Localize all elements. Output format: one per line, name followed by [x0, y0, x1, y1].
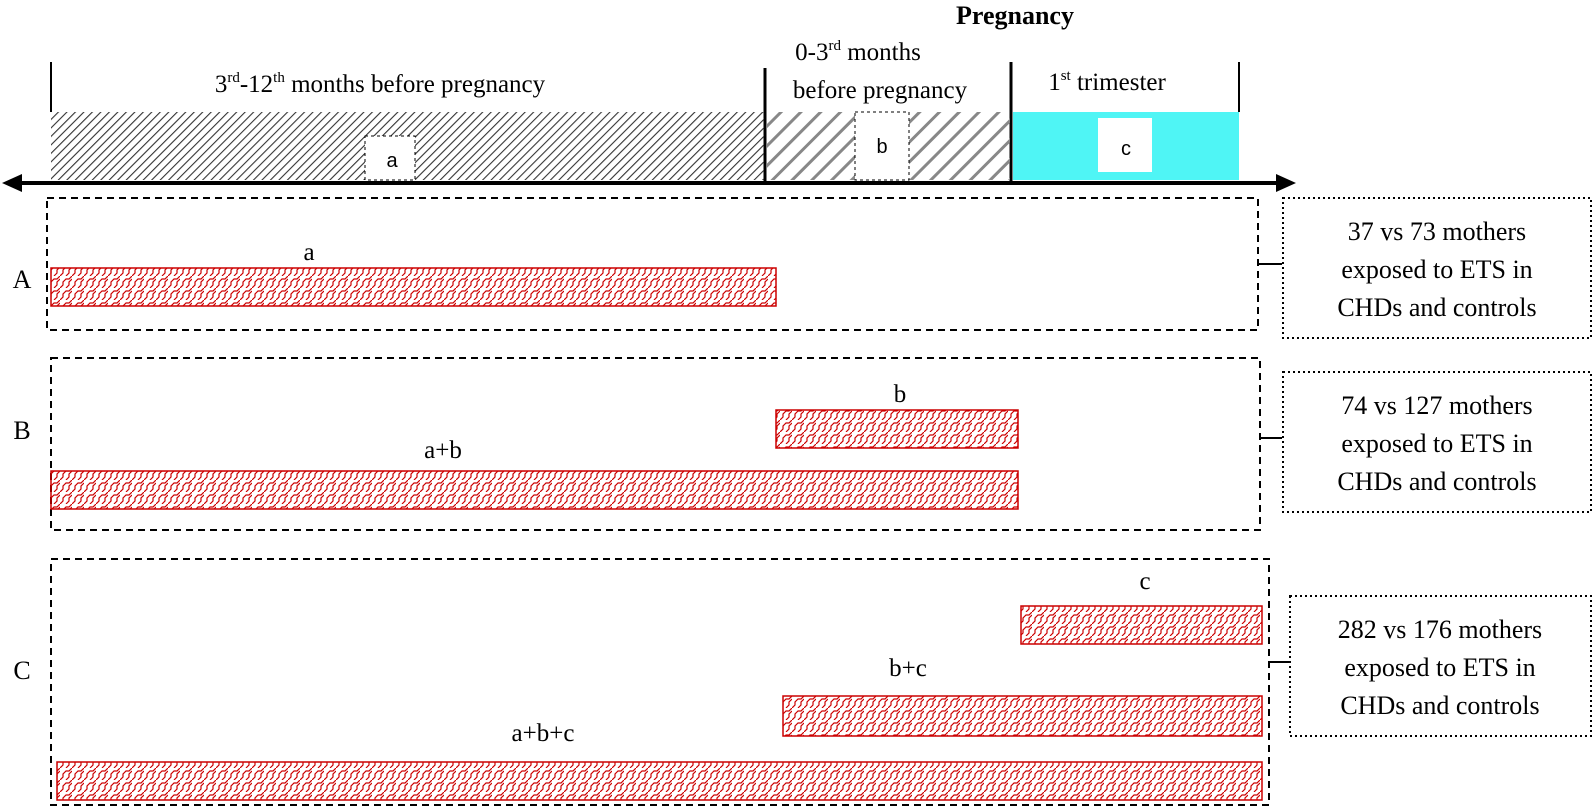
exposure-bar-a-b [50, 470, 1019, 510]
note-c-line2: exposed to ETS in [1344, 653, 1535, 682]
panel-a: A a 37 vs 73 mothers exposed to ETS in C… [13, 197, 1592, 339]
exposure-bar-b [775, 409, 1019, 449]
note-b-line2: exposed to ETS in [1341, 429, 1532, 458]
bar-label: a+b+c [512, 720, 575, 747]
segment-c-label-box [1098, 118, 1152, 172]
row-label-b: B [13, 416, 30, 445]
note-box-c [1289, 595, 1592, 737]
note-c-line1: 282 vs 176 mothers [1338, 615, 1542, 644]
period-2-label-line2: before pregnancy [793, 77, 968, 104]
note-box-b [1282, 371, 1592, 513]
bar-label: a [303, 239, 314, 266]
panel-b: B b a+b 74 vs 127 mothers exposed to ETS… [13, 357, 1592, 531]
panel-c: C c b+c a+b+c 282 vs 176 mothers exposed… [13, 558, 1592, 806]
exposure-bar-a-b-c [56, 761, 1263, 801]
segment-a-label: a [386, 150, 398, 172]
row-label-c: C [13, 656, 30, 685]
segment-b-label-box [854, 111, 910, 181]
note-b-line1: 74 vs 127 mothers [1341, 391, 1532, 420]
exposure-bar-b-c [782, 695, 1263, 737]
note-c-line3: CHDs and controls [1340, 691, 1539, 720]
arrow-right-icon [1276, 174, 1296, 192]
bar-label: c [1139, 568, 1150, 595]
period-3-label: 1st trimester [1048, 68, 1166, 96]
period-2-label-line1: 0-3rd months [795, 38, 921, 66]
panel-a-frame [46, 197, 1259, 331]
bar-label: b [894, 381, 907, 408]
note-b-line3: CHDs and controls [1337, 467, 1536, 496]
bar-label: b+c [889, 655, 927, 682]
panel-b-frame [50, 357, 1261, 531]
segment-a-label-box [364, 135, 416, 181]
segment-b-label: b [876, 136, 887, 158]
segment-c-label: c [1121, 138, 1131, 160]
bar-label: a+b [424, 437, 462, 464]
note-a-line2: exposed to ETS in [1341, 255, 1532, 284]
row-label-a: A [13, 265, 32, 294]
note-a-line1: 37 vs 73 mothers [1348, 217, 1526, 246]
note-box-a [1282, 197, 1592, 339]
exposure-bar-c [1020, 605, 1263, 645]
note-a-line3: CHDs and controls [1337, 293, 1536, 322]
period-1-label: 3rd-12th months before pregnancy [215, 70, 546, 98]
timeline-header: Pregnancy 3rd-12th months before pregnan… [2, 1, 1296, 192]
arrow-left-icon [2, 174, 22, 192]
pregnancy-title: Pregnancy [956, 1, 1074, 30]
exposure-bar-a [50, 267, 777, 307]
